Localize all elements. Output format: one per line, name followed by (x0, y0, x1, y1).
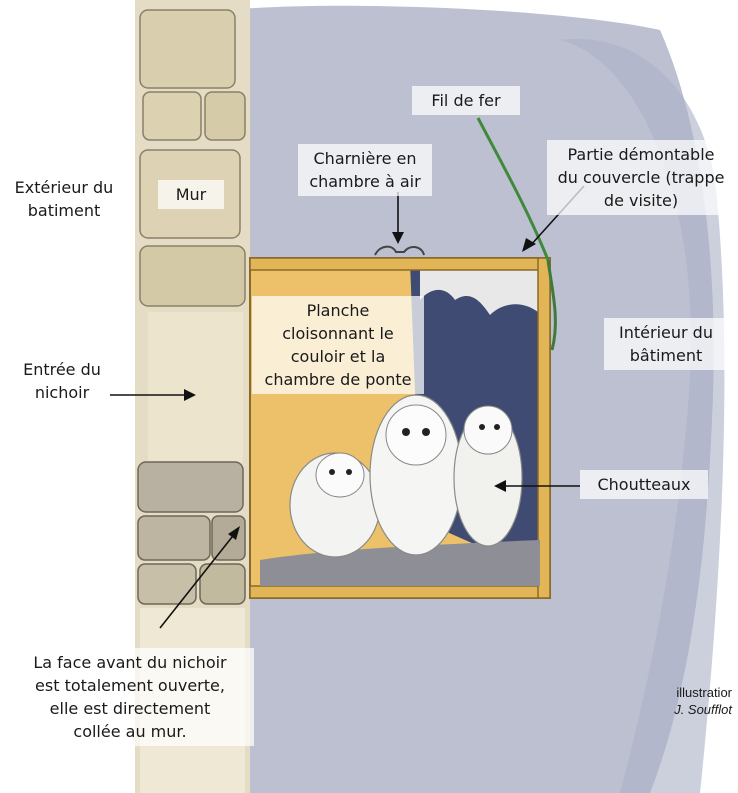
label-fil-de-fer: Fil de fer (412, 86, 520, 115)
label-partie-demontable: Partie démontable du couvercle (trappe d… (547, 140, 735, 215)
label-mur: Mur (158, 180, 224, 209)
label-interieur: Intérieur du bâtiment (604, 318, 728, 370)
label-choutteaux: Choutteaux (580, 470, 708, 499)
label-charniere: Charnière en chambre à air (298, 144, 432, 196)
label-planche: Planche cloisonnant le couloir et la cha… (252, 296, 424, 394)
label-exterieur: Extérieur du batiment (8, 176, 120, 222)
label-face-avant: La face avant du nichoir est totalement … (6, 648, 254, 746)
credit-author: J. Soufflot (674, 701, 732, 718)
credit-line1: illustratior (674, 684, 732, 701)
label-entree: Entrée du nichoir (14, 358, 110, 404)
illustration-credit: illustratior J. Soufflot (674, 684, 732, 718)
